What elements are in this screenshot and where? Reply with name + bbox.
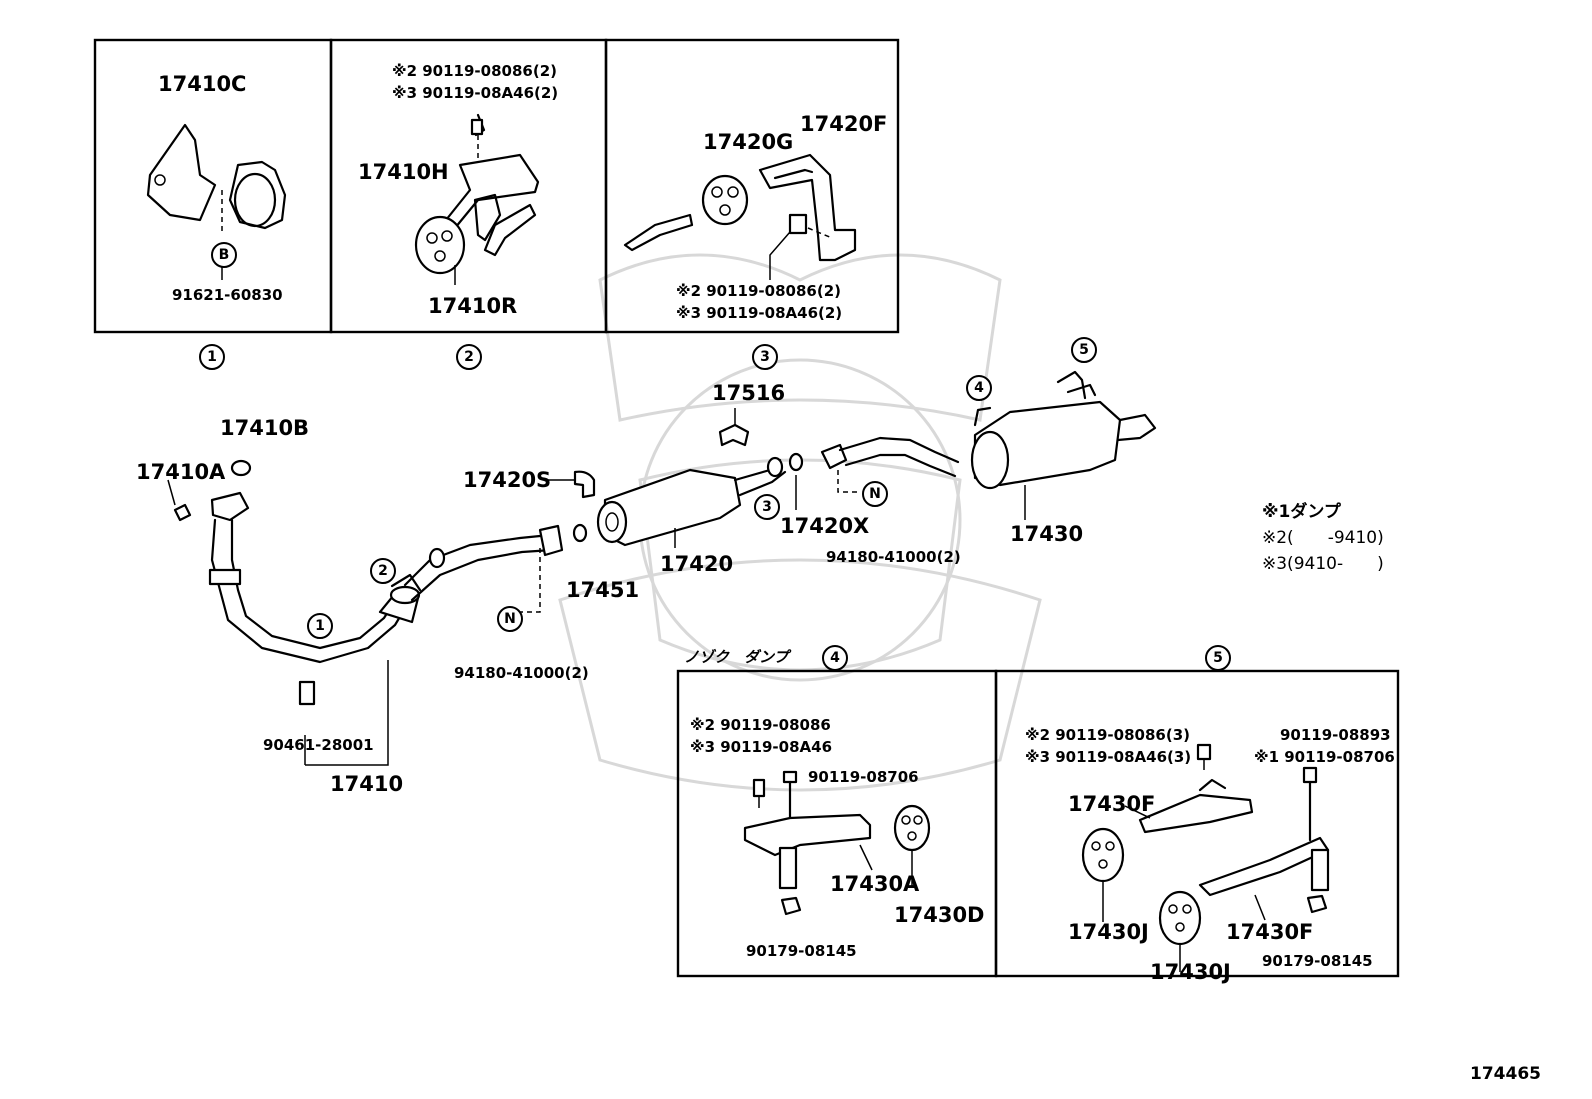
center-muffler-17420-drawing: [548, 452, 804, 548]
label-17430J-right: 17430J: [1150, 960, 1231, 984]
note-2: ※2( -9410): [1262, 528, 1384, 548]
marker-3-top: 3: [752, 344, 778, 370]
label-90179-08145-panel4: 90179-08145: [746, 942, 857, 960]
label-17410A: 17410A: [136, 460, 226, 484]
label-17410C: 17410C: [158, 72, 247, 96]
bracket-17430F-drawing: [1081, 743, 1330, 972]
label-90119-08A46-panel4: ※3 90119-08A46: [690, 738, 833, 756]
marker-5: 5: [1071, 337, 1097, 363]
clamp-17516-drawing: [718, 408, 750, 447]
label-90119-08706-panel4: 90119-08706: [808, 768, 919, 786]
panel-3-frame: [604, 38, 900, 334]
front-pipe-17410-drawing: [208, 491, 422, 766]
label-90119-08086-panel3: ※2 90119-08086(2): [676, 282, 841, 300]
label-94180-41000-left: 94180-41000(2): [454, 664, 589, 682]
label-17430J-left: 17430J: [1068, 920, 1149, 944]
label-17410B: 17410B: [220, 416, 310, 440]
gasket-17410B-drawing: [230, 459, 252, 477]
label-17410H: 17410H: [358, 160, 449, 184]
label-17451: 17451: [566, 578, 640, 602]
label-17410: 17410: [330, 772, 404, 796]
label-90119-08086-panel2: ※2 90119-08086(2): [392, 62, 557, 80]
bracket-17410H-drawing: [414, 113, 540, 285]
marker-4-bottom: 4: [822, 645, 848, 671]
marker-B: B: [211, 242, 237, 268]
label-90119-08893: 90119-08893: [1280, 726, 1391, 744]
marker-1: 1: [307, 613, 333, 639]
label-90461-28001: 90461-28001: [263, 736, 374, 754]
label-17430A: 17430A: [830, 872, 920, 896]
label-17430D: 17430D: [894, 903, 985, 927]
marker-1-top: 1: [199, 344, 225, 370]
diagram-id: 174465: [1470, 1064, 1541, 1084]
note-1: ※1ダンプ: [1262, 502, 1341, 522]
label-94180-41000-right: 94180-41000(2): [826, 548, 961, 566]
label-17420S: 17420S: [463, 468, 552, 492]
label-17430F-upper: 17430F: [1068, 792, 1156, 816]
label-90119-08086-panel4: ※2 90119-08086: [690, 716, 831, 734]
nut-17410A-drawing: [167, 479, 192, 522]
label-17420F: 17420F: [800, 112, 888, 136]
label-90119-08086-panel5: ※2 90119-08086(3): [1025, 726, 1190, 744]
bracket-17430A-drawing: [743, 770, 931, 916]
note-3: ※3(9410- ): [1262, 554, 1384, 574]
marker-5-bottom: 5: [1205, 645, 1231, 671]
hanger-17420G-drawing: [623, 153, 857, 280]
panel-4-title: ノゾク ダンプ: [684, 648, 789, 666]
marker-3: 3: [754, 494, 780, 520]
marker-2: 2: [370, 558, 396, 584]
main-muffler-17430-drawing: [970, 370, 1157, 520]
label-17420G: 17420G: [703, 130, 794, 154]
label-90119-08A46-panel2: ※3 90119-08A46(2): [392, 84, 559, 102]
label-17516: 17516: [712, 381, 786, 405]
label-17420: 17420: [660, 552, 734, 576]
marker-2-top: 2: [456, 344, 482, 370]
marker-N-left: N: [497, 606, 523, 632]
tail-pipe-drawing: [820, 436, 960, 493]
label-90179-08145-panel5: 90179-08145: [1262, 952, 1373, 970]
label-17430F-lower: 17430F: [1226, 920, 1314, 944]
panel-5-frame: [994, 669, 1400, 978]
marker-4: 4: [966, 375, 992, 401]
label-17420X: 17420X: [780, 514, 870, 538]
label-17410R: 17410R: [428, 294, 518, 318]
label-17430: 17430: [1010, 522, 1084, 546]
label-90119-08A46-panel3: ※3 90119-08A46(2): [676, 304, 843, 322]
marker-N-right: N: [862, 481, 888, 507]
intermediate-pipe-drawing: [403, 523, 588, 613]
label-91621-60830: 91621-60830: [172, 286, 283, 304]
label-90119-08A46-panel5: ※3 90119-08A46(3): [1025, 748, 1192, 766]
label-90119-08706-panel5: ※1 90119-08706: [1254, 748, 1395, 766]
